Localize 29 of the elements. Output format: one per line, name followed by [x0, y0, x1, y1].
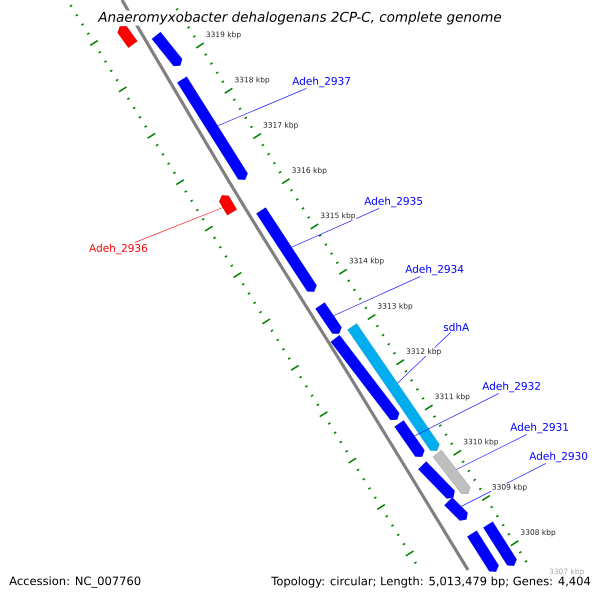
gene-bar [315, 302, 342, 334]
gene-label: Adeh_2930 [529, 452, 588, 462]
gene-bar [444, 497, 468, 521]
leader-line [333, 276, 421, 316]
gene-label: sdhA [444, 322, 470, 332]
gene-bar [330, 334, 400, 420]
gene-bar [432, 450, 470, 494]
gene-label: Adeh_2931 [510, 422, 568, 434]
gene-bar [418, 461, 455, 499]
leader-line [291, 208, 380, 248]
gene-label: Adeh_2937 [292, 76, 350, 88]
gene-bar [256, 207, 317, 292]
genome-info-text: Topology: circular; Length: 5,013,479 bp; Genes: 4,404 [270, 575, 592, 589]
accession-text: Accession: NC_007760 [8, 575, 142, 589]
gene-label: Adeh_2936 [89, 244, 148, 254]
gene-label: Adeh_2934 [405, 264, 464, 276]
gene-bar [394, 420, 425, 457]
gene-bar [117, 26, 138, 48]
leader-line [134, 207, 223, 243]
gene-bar [152, 32, 182, 66]
title: Anaeromyxobacter dehalogenans 2CP-C, complete genome [97, 10, 503, 26]
leader-line [456, 434, 528, 470]
gene-bar [467, 530, 499, 572]
gene-label: Adeh_2935 [364, 196, 422, 208]
leader-line [218, 88, 307, 126]
gene-bar [483, 522, 517, 566]
leader-line [414, 393, 500, 436]
gene-bar [219, 195, 237, 216]
gene-label: Adeh_2932 [482, 382, 540, 392]
